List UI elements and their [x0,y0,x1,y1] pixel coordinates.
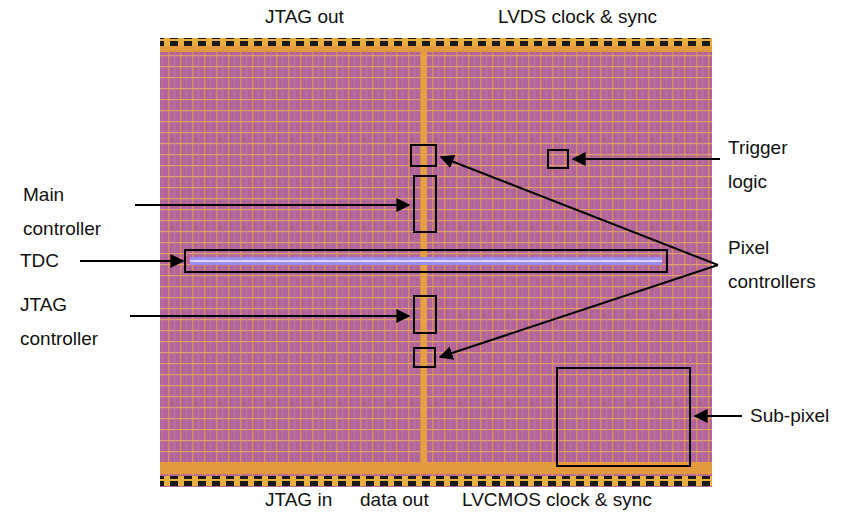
sub-pixel-box [557,368,690,466]
callout-label: Pixel controllers [728,231,838,299]
pixel-controller-box [411,145,436,166]
leader-arrow [130,315,409,317]
main-controller-box [414,176,436,232]
die [160,38,712,487]
leader-arrow [441,157,718,265]
callout-label: LVCMOS clock & sync [462,489,652,511]
power-ring [160,462,712,474]
pad-ring [160,476,712,486]
leader-arrows [80,157,742,416]
pixel-controller-box [414,348,435,367]
leader-arrow [440,265,718,357]
trigger-logic-box [548,150,568,168]
callout-label: data out [360,489,429,511]
callout-label: JTAG out [265,6,344,28]
callout-label: TDC [20,250,59,272]
tdc-line [190,260,662,262]
callout-label: JTAG in [265,489,332,511]
core-area [160,38,712,487]
leader-arrow [135,204,409,206]
callout-label: Trigger logic [728,131,818,199]
jtag-controller-box [414,296,436,333]
leader-arrow [573,158,720,160]
callout-label: Sub-pixel [750,405,829,427]
leader-arrow [80,260,183,262]
callout-label: Main controller [23,178,123,246]
pad-ring [160,38,712,46]
tdc-line [190,257,662,265]
leader-arrow [695,415,742,417]
power-ring [160,46,712,52]
callout-label: JTAG controller [20,288,120,356]
tdc-box [185,250,667,272]
callout-label: LVDS clock & sync [498,6,657,28]
